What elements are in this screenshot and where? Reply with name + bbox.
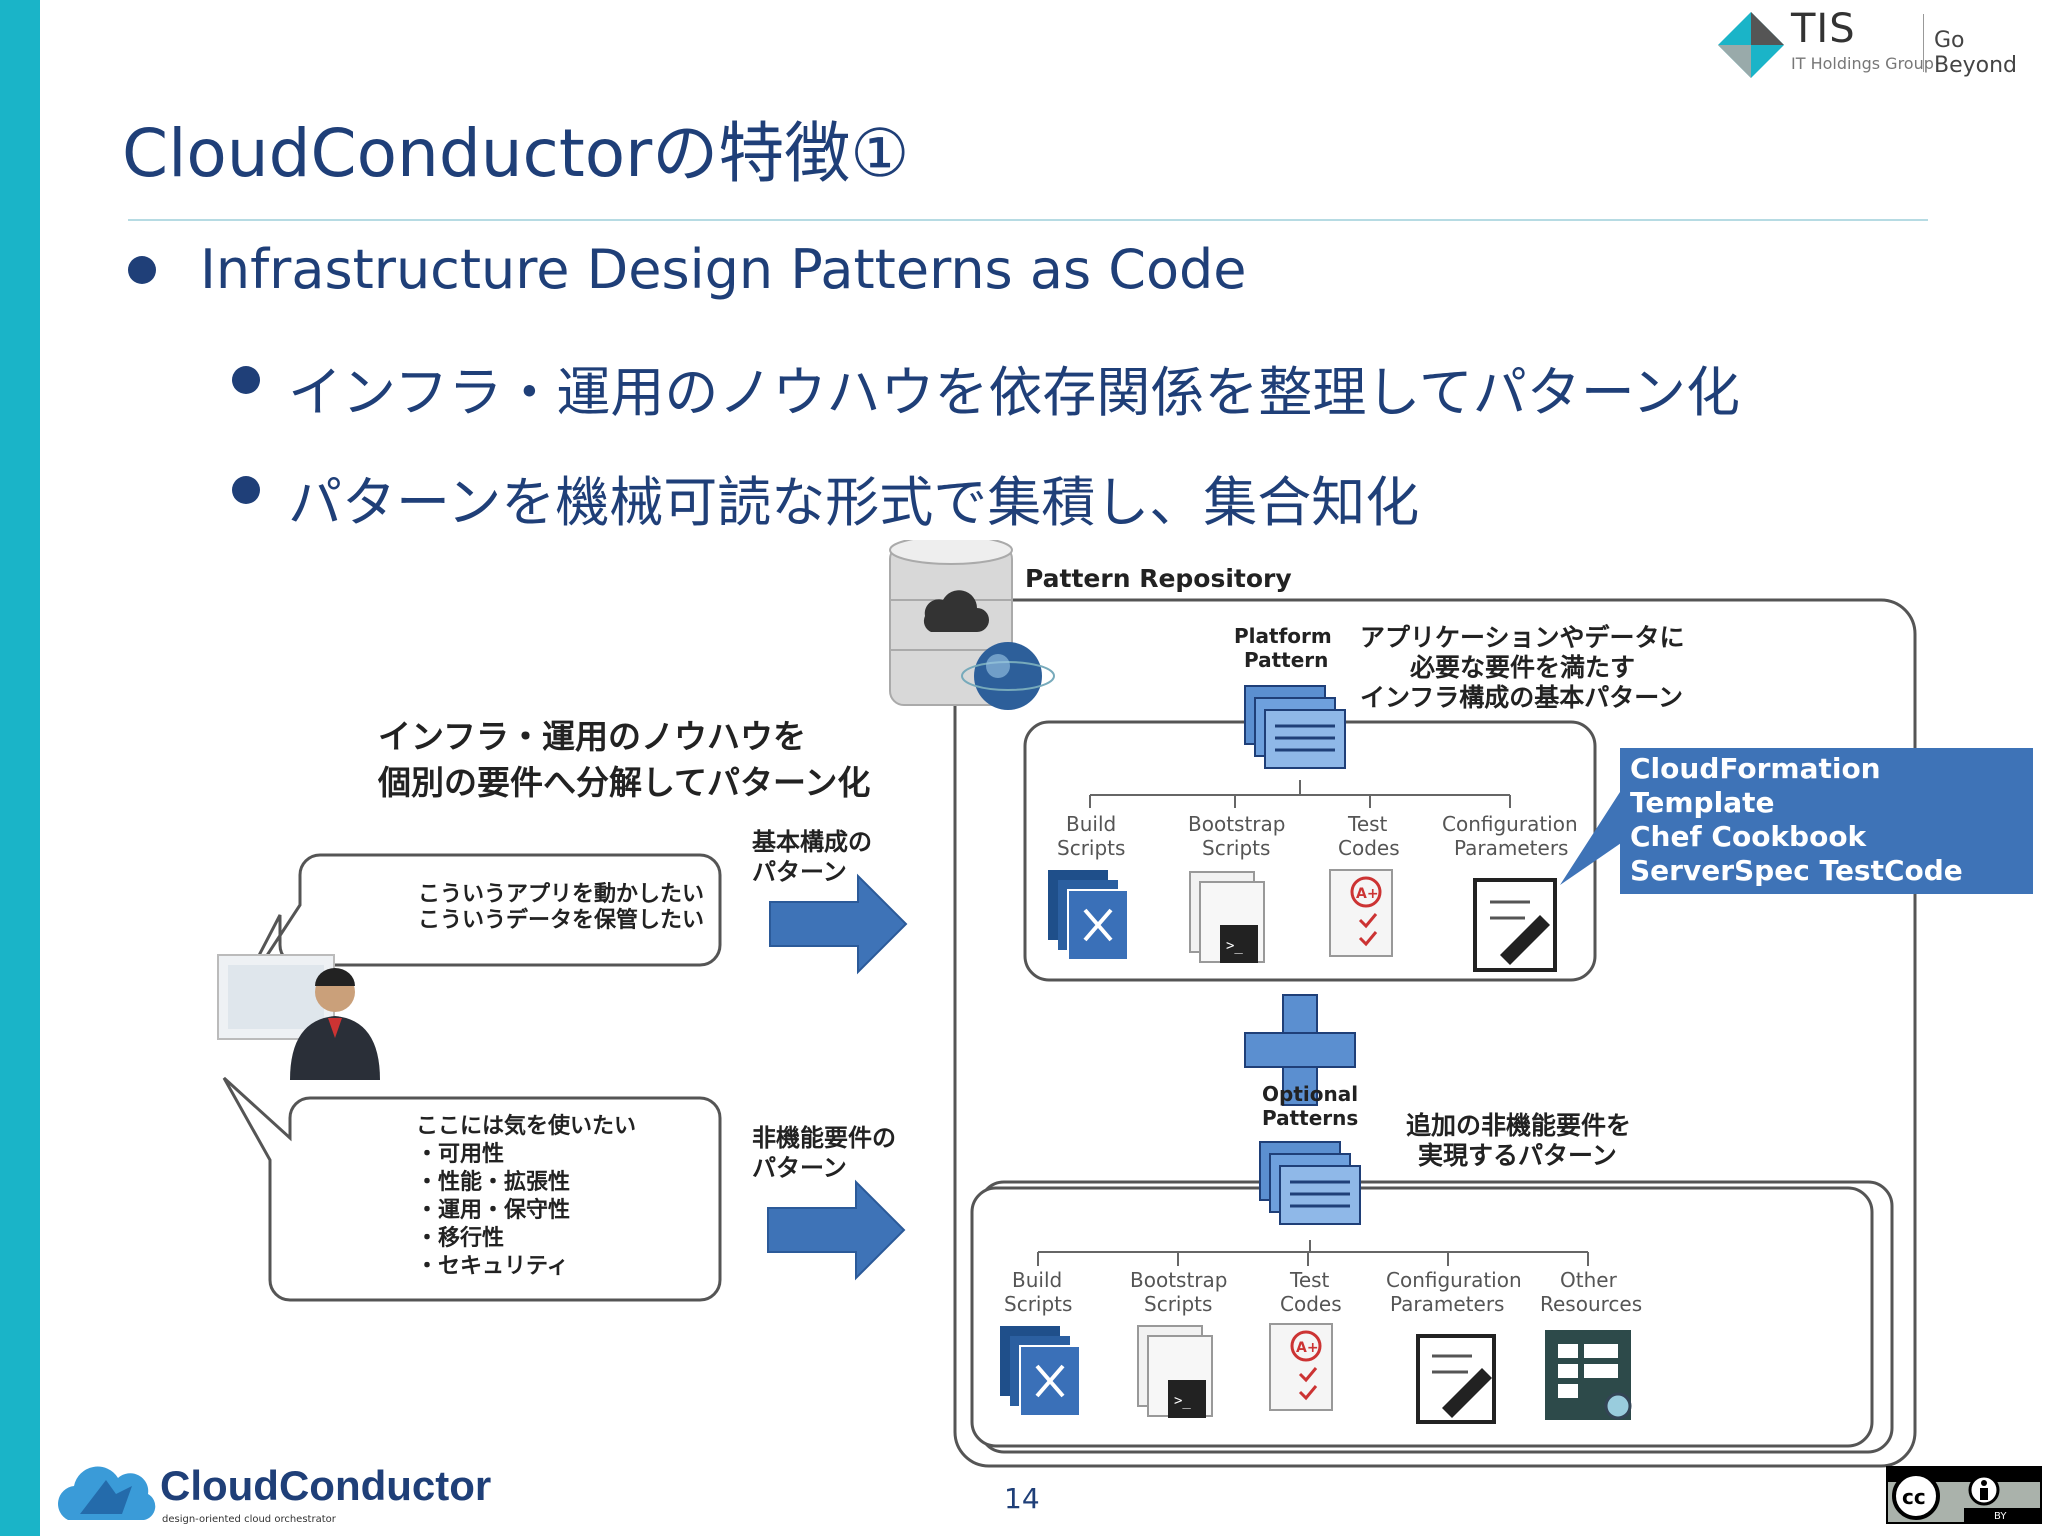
bullet-dot <box>232 476 260 504</box>
bullet-dot <box>232 366 260 394</box>
optional-item-3-line-2: Codes <box>1280 1292 1342 1316</box>
platform-label-line-1: Platform <box>1234 624 1332 648</box>
tis-brand: TIS IT Holdings Group Go Beyond <box>1716 6 2046 78</box>
optional-label-line-2: Patterns <box>1262 1106 1359 1130</box>
bubble2-line-3: ・性能・拡張性 <box>416 1170 571 1195</box>
speech-bubble-2 <box>222 1076 722 1302</box>
callout-line-2: Chef Cookbook <box>1630 820 1867 853</box>
platform-pattern-icon <box>1244 685 1346 769</box>
platform-item-2-line-1: Bootstrap <box>1188 812 1286 836</box>
svg-text:>_: >_ <box>1226 938 1243 954</box>
bubble2-line-5: ・移行性 <box>416 1226 505 1251</box>
globe-icon <box>961 642 1055 710</box>
callout-line-4: … <box>1630 888 1658 921</box>
brand-divider <box>1923 14 1924 72</box>
platform-item-1-line-2: Scripts <box>1057 836 1126 860</box>
callout-box: CloudFormation Template Chef Cookbook Se… <box>1620 748 2033 921</box>
bootstrap-scripts-icon: >_ <box>1189 871 1265 963</box>
svg-text:BY: BY <box>1994 1511 2007 1522</box>
arrow-right-icon <box>767 1179 906 1281</box>
tis-logo-icon <box>1718 12 1784 78</box>
logo-subtitle: design-oriented cloud orchestrator <box>162 1514 336 1525</box>
bubble1-line-2: こういうデータを保管したい <box>418 908 705 933</box>
bootstrap-scripts-icon: >_ <box>1137 1325 1213 1418</box>
left-accent-bar <box>0 0 40 1536</box>
svg-text:A+: A+ <box>1356 886 1379 902</box>
plus-icon <box>1244 994 1356 1106</box>
optional-tree <box>1037 1240 1589 1266</box>
platform-item-2-line-2: Scripts <box>1202 836 1271 860</box>
optional-pattern-icon <box>1259 1141 1361 1225</box>
optional-label-line-1: Optional <box>1262 1082 1359 1106</box>
platform-desc-line-1: アプリケーションやデータに <box>1360 623 1685 652</box>
repository-title: Pattern Repository <box>1025 564 1292 593</box>
platform-label-line-2: Pattern <box>1244 648 1329 672</box>
platform-desc-line-2: 必要な要件を満たす <box>1410 653 1636 682</box>
repository-frame <box>953 598 1917 1468</box>
title-divider <box>128 219 1928 221</box>
callout-line-3: ServerSpec TestCode <box>1630 854 1963 887</box>
platform-item-4-line-1: Configuration <box>1442 812 1578 836</box>
optional-item-4-line-2: Parameters <box>1390 1292 1505 1316</box>
bubble1-line-1: こういうアプリを動かしたい <box>418 882 705 907</box>
logo-text-cloud: Cloud <box>160 1462 279 1509</box>
optional-item-4-line-1: Configuration <box>1386 1268 1522 1292</box>
bullet-dot <box>128 256 156 284</box>
pattern-diagram: >_ A+ >_ A+ <box>200 540 2048 1490</box>
svg-text:>_: >_ <box>1174 1393 1191 1409</box>
bubble2-line-4: ・運用・保守性 <box>416 1198 571 1223</box>
configuration-parameters-icon <box>1416 1334 1496 1424</box>
page-number: 14 <box>1004 1482 1040 1515</box>
logo-text-conductor: Conductor <box>278 1462 492 1509</box>
arrow1-label-line-2: パターン <box>752 858 847 886</box>
user-computer-icon <box>217 954 380 1080</box>
platform-item-1-line-1: Build <box>1066 812 1117 836</box>
cloudconductor-logo: CloudConductor design-oriented cloud orc… <box>50 1452 491 1536</box>
optional-item-5-line-1: Other <box>1560 1268 1617 1292</box>
tis-brand-name: TIS <box>1791 6 1856 52</box>
configuration-parameters-icon <box>1473 878 1557 972</box>
cc-license-icon: cc BY <box>1888 1468 2040 1522</box>
svg-text:A+: A+ <box>1296 1340 1319 1356</box>
platform-item-4-line-2: Parameters <box>1454 836 1569 860</box>
build-scripts-icon <box>1048 870 1129 961</box>
platform-tree <box>1089 780 1511 808</box>
bullet-sub-2: パターンを機械可読な形式で集積し、集合知化 <box>288 471 1420 534</box>
optional-desc-line-1: 追加の非機能要件を <box>1406 1111 1632 1140</box>
tis-brand-sub: IT Holdings Group <box>1791 54 1934 73</box>
left-heading-line-1: インフラ・運用のノウハウを <box>378 717 807 756</box>
platform-item-3-line-1: Test <box>1348 812 1388 836</box>
bubble2-line-6: ・セキュリティ <box>416 1254 569 1279</box>
optional-item-2-line-1: Bootstrap <box>1130 1268 1228 1292</box>
callout-line-1: CloudFormation Template <box>1630 752 1881 819</box>
cc-by-license-badge: cc BY <box>1886 1466 2042 1524</box>
platform-desc-line-3: インフラ構成の基本パターン <box>1360 683 1684 712</box>
slide-title: CloudConductorの特徴① <box>122 115 910 192</box>
bullet-sub-1: インフラ・運用のノウハウを依存関係を整理してパターン化 <box>288 361 1741 424</box>
svg-text:cc: cc <box>1902 1485 1926 1509</box>
arrow2-label-line-2: パターン <box>752 1154 847 1182</box>
platform-item-3-line-2: Codes <box>1338 836 1400 860</box>
bubble2-line-2: ・可用性 <box>416 1142 505 1167</box>
arrow-right-icon <box>769 873 908 975</box>
test-codes-icon: A+ <box>1269 1323 1333 1411</box>
optional-item-2-line-2: Scripts <box>1144 1292 1213 1316</box>
bullet-main: Infrastructure Design Patterns as Code <box>200 238 1247 301</box>
optional-item-1-line-2: Scripts <box>1004 1292 1073 1316</box>
left-heading-line-2: 個別の要件へ分解してパターン化 <box>378 763 871 802</box>
test-codes-icon: A+ <box>1329 869 1393 957</box>
build-scripts-icon <box>1000 1326 1081 1417</box>
bubble2-line-1: ここには気を使いたい <box>416 1114 637 1139</box>
arrow1-label-line-1: 基本構成の <box>752 828 872 856</box>
optional-item-1-line-1: Build <box>1012 1268 1063 1292</box>
diagram-shapes: >_ A+ >_ A+ <box>217 540 1917 1468</box>
tagline: Go Beyond <box>1934 28 2018 78</box>
cloud-conductor-logo-icon <box>58 1466 156 1520</box>
optional-item-3-line-1: Test <box>1290 1268 1330 1292</box>
optional-item-5-line-2: Resources <box>1540 1292 1643 1316</box>
other-resources-icon <box>1545 1330 1632 1420</box>
optional-desc-line-2: 実現するパターン <box>1418 1141 1617 1170</box>
arrow2-label-line-1: 非機能要件の <box>752 1124 896 1152</box>
